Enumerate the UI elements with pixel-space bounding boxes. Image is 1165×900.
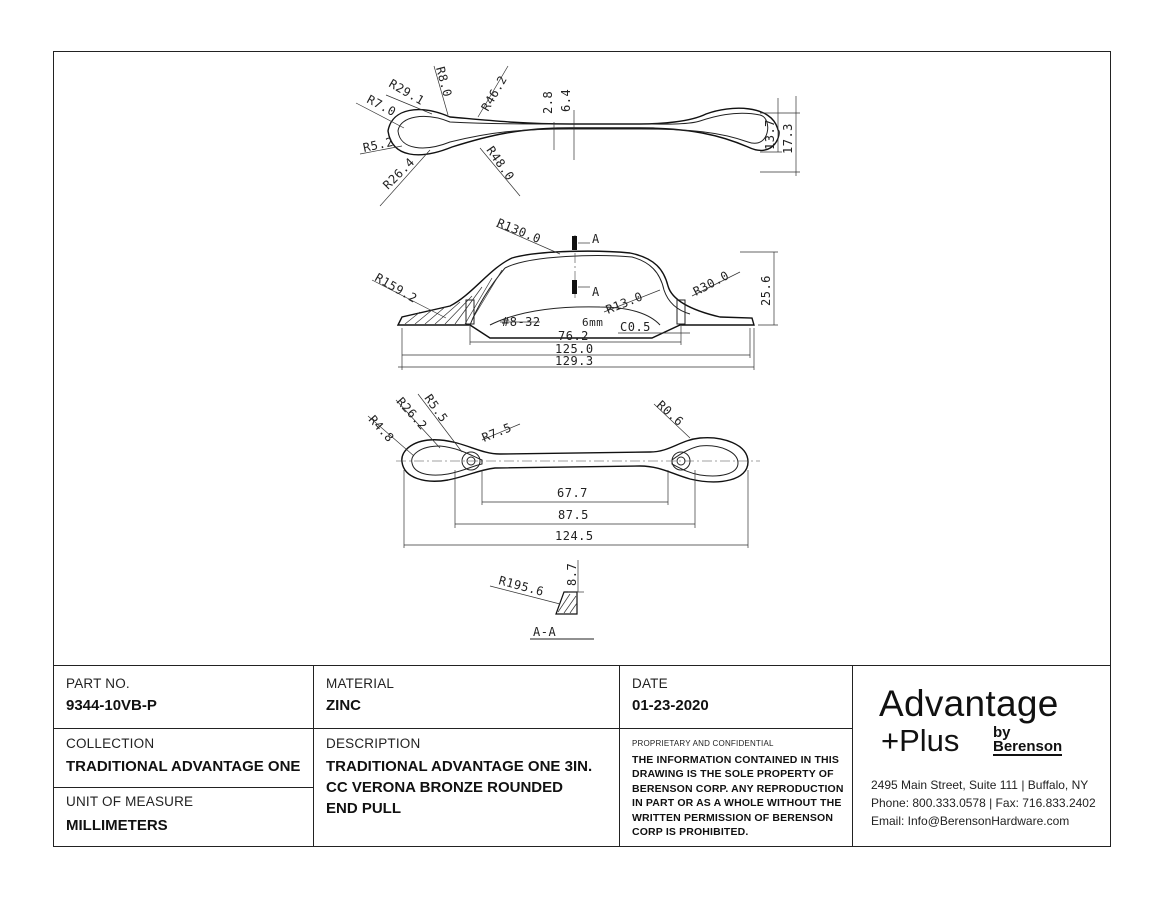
date-value: 01-23-2020 xyxy=(632,697,709,714)
dim-13-7: 13.7 xyxy=(763,119,777,150)
dim-r159-2: R159.2 xyxy=(373,270,420,305)
dim-2-8: 2.8 xyxy=(541,91,555,114)
top-view: R29.1 R8.0 R46.2 R7.0 R5.2 R26.4 R48.0 2… xyxy=(355,65,800,207)
section-label: A-A xyxy=(533,625,556,639)
dim-17-3: 17.3 xyxy=(781,123,795,154)
logo-by: by xyxy=(993,724,1011,741)
section-mark-a-bottom: A xyxy=(592,285,600,299)
right-thread-hole xyxy=(676,299,686,325)
bottom-view-outline xyxy=(401,437,749,483)
material-value: ZINC xyxy=(326,697,361,714)
part-no-cell: PART NO. 9344-10VB-P xyxy=(54,666,313,728)
dim-r195-6: R195.6 xyxy=(497,573,545,599)
dim-6-4: 6.4 xyxy=(559,89,573,112)
left-mount-hole xyxy=(461,451,481,471)
dim-r26-4: R26.4 xyxy=(380,155,417,192)
logo-plus: +Plus xyxy=(881,723,960,758)
dim-r13-0: R13.0 xyxy=(604,289,645,316)
dim-r46-2: R46.2 xyxy=(478,73,509,113)
dim-r7-5: R7.5 xyxy=(480,420,514,445)
collection-value: TRADITIONAL ADVANTAGE ONE xyxy=(66,758,301,775)
description-line-1: TRADITIONAL ADVANTAGE ONE 3IN. xyxy=(326,758,593,775)
description-line-2: CC VERONA BRONZE ROUNDED xyxy=(326,779,563,796)
unit-cell: UNIT OF MEASURE MILLIMETERS xyxy=(54,787,313,847)
material-label: MATERIAL xyxy=(326,676,395,691)
dim-r30-0: R30.0 xyxy=(691,268,732,298)
dim-125-0: 125.0 xyxy=(555,342,594,356)
date-cell: DATE 01-23-2020 xyxy=(620,666,852,728)
dim-r130-0: R130.0 xyxy=(495,216,543,246)
company-cell: Advantage +Plus by Berenson 2495 Main St… xyxy=(853,666,1110,846)
unit-label: UNIT OF MEASURE xyxy=(66,794,194,809)
title-block: PART NO. 9344-10VB-P MATERIAL ZINC DATE … xyxy=(53,665,1111,847)
side-view: A A R130.0 R159.2 R13.0 R30.0 25.6 C0.5 … xyxy=(371,216,778,370)
side-view-outline xyxy=(396,250,755,339)
dim-r48-0: R48.0 xyxy=(484,144,518,184)
dim-c0-5: C0.5 xyxy=(620,320,651,334)
dim-r8-0: R8.0 xyxy=(433,65,455,98)
description-line-3: END PULL xyxy=(326,800,401,817)
technical-drawing: R29.1 R8.0 R46.2 R7.0 R5.2 R26.4 R48.0 2… xyxy=(355,65,800,640)
proprietary-cell: PROPRIETARY AND CONFIDENTIAL THE INFORMA… xyxy=(620,666,852,846)
thread-note: #8-32 xyxy=(502,315,541,329)
company-email: Email: Info@BerensonHardware.com xyxy=(871,814,1070,828)
logo-advantage: Advantage xyxy=(879,683,1059,724)
dim-r4-8: R4.8 xyxy=(366,413,397,445)
dim-25-6: 25.6 xyxy=(759,275,773,306)
logo-berenson: Berenson xyxy=(993,738,1063,756)
bottom-view: R4.8 R26.2 R5.5 R7.5 R0.6 67.7 87.5 124.… xyxy=(366,392,760,548)
part-no-label: PART NO. xyxy=(66,676,130,691)
dim-129-3: 129.3 xyxy=(555,354,594,368)
description-label: DESCRIPTION xyxy=(326,736,421,751)
proprietary-title: PROPRIETARY AND CONFIDENTIAL xyxy=(632,739,774,748)
section-mark-a-top: A xyxy=(592,232,600,246)
dim-r0-6: R0.6 xyxy=(654,398,686,429)
material-cell: MATERIAL ZINC xyxy=(314,666,619,728)
collection-label: COLLECTION xyxy=(66,736,155,751)
section-mark-top xyxy=(572,236,577,250)
company-phone: Phone: 800.333.0578 | Fax: 716.833.2402 xyxy=(871,796,1096,810)
section-hatch xyxy=(404,269,503,325)
dim-8-7: 8.7 xyxy=(565,563,579,586)
proprietary-notice: THE INFORMATION CONTAINED IN THIS DRAWIN… xyxy=(632,754,844,839)
left-thread-hole xyxy=(465,299,475,325)
company-address: 2495 Main Street, Suite 111 | Buffalo, N… xyxy=(871,778,1089,792)
unit-value: MILLIMETERS xyxy=(66,817,168,834)
dim-76-2: 76.2 xyxy=(558,329,589,343)
dim-124-5: 124.5 xyxy=(555,529,594,543)
collection-cell: COLLECTION TRADITIONAL ADVANTAGE ONE xyxy=(54,728,313,787)
date-label: DATE xyxy=(632,676,668,691)
section-a-a: R195.6 8.7 A-A xyxy=(489,560,594,640)
depth-note: 6mm xyxy=(582,316,603,329)
dim-67-7: 67.7 xyxy=(557,486,588,500)
dim-r5-2: R5.2 xyxy=(362,135,395,155)
dim-r7-0: R7.0 xyxy=(365,92,399,119)
description-cell: DESCRIPTION TRADITIONAL ADVANTAGE ONE 3I… xyxy=(314,728,619,846)
part-no-value: 9344-10VB-P xyxy=(66,697,157,714)
dim-87-5: 87.5 xyxy=(558,508,589,522)
section-mark-bottom xyxy=(572,280,577,294)
